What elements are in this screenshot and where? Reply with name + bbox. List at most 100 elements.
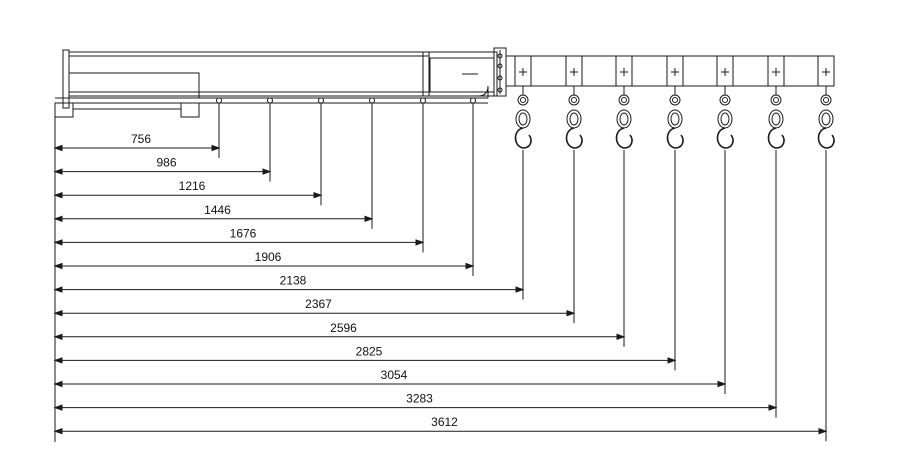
hook-eye-inner: [722, 97, 728, 103]
pin-icon: [216, 97, 222, 104]
hook-eye: [770, 94, 782, 106]
dimension-label: 3612: [431, 415, 458, 429]
arrow-head-icon: [53, 239, 63, 246]
bolt-icon: [497, 63, 503, 69]
dimension-label: 756: [131, 132, 151, 146]
hook-eye: [719, 94, 731, 106]
dimension-lines-group: 7569861216144616761906213823672596282530…: [53, 103, 828, 442]
arrow-head-icon: [53, 427, 63, 435]
hook-eye-inner: [823, 97, 829, 103]
hook-curve: [514, 127, 532, 149]
hook-ring: [566, 109, 582, 129]
arrow-head-icon: [262, 168, 272, 175]
hook-eye-inner: [520, 97, 526, 103]
dimension-label: 1906: [255, 250, 282, 264]
arrow-head-icon: [53, 168, 63, 175]
crane-boom: [54, 47, 833, 118]
dimension-line: 1216: [53, 103, 323, 206]
dimension-line: 2596: [53, 150, 626, 347]
crane-hook-icon: [767, 55, 785, 149]
dimension-label: 2596: [330, 321, 357, 335]
dimension-line: 2138: [53, 150, 525, 300]
dimension-label: 986: [156, 156, 176, 170]
arrow-head-icon: [53, 262, 63, 270]
arrow-head-icon: [53, 380, 63, 388]
pin-icon: [420, 97, 426, 104]
bolt-icon: [497, 75, 503, 81]
hook-eye-inner: [621, 97, 627, 103]
crane-hook-icon: [565, 55, 583, 149]
hook-eye-inner: [672, 97, 678, 103]
hook-curve: [565, 127, 583, 149]
hook-ring-inner: [720, 112, 730, 126]
outer-beam: [68, 51, 430, 97]
arrow-head-icon: [818, 427, 828, 435]
hook-group: [514, 55, 835, 149]
pin-icon: [369, 97, 375, 104]
arrow-head-icon: [616, 333, 626, 341]
dimension-line: 986: [53, 103, 272, 182]
hook-ring: [768, 109, 784, 129]
dimension-line: 2367: [53, 150, 576, 324]
foot-plate-left: [54, 102, 74, 118]
hook-ring-inner: [569, 112, 579, 126]
hook-eye: [517, 94, 529, 106]
arrow-head-icon: [53, 215, 63, 223]
hook-ring: [616, 109, 632, 129]
arrow-head-icon: [667, 357, 677, 364]
hook-ring: [515, 109, 531, 129]
arrow-head-icon: [53, 286, 63, 293]
pin-icon: [318, 97, 324, 104]
arrow-head-icon: [53, 144, 63, 152]
dimension-line: 1676: [53, 103, 425, 253]
beam-base-box: [68, 72, 200, 99]
bolt-icon: [497, 53, 503, 59]
arrow-head-icon: [211, 144, 221, 152]
hook-curve: [716, 127, 734, 149]
hook-ring-inner: [771, 112, 781, 126]
hook-pin-group: [216, 97, 476, 104]
hook-curve: [666, 127, 684, 149]
arrow-head-icon: [515, 286, 525, 293]
crane-hook-icon: [666, 55, 684, 149]
dimension-line: 1446: [53, 103, 374, 229]
bolt-icon: [497, 87, 503, 93]
hook-curve: [615, 127, 633, 149]
dimension-label: 2367: [305, 297, 332, 311]
dimension-line: 756: [53, 103, 221, 158]
hook-ring-inner: [821, 112, 831, 126]
telescopic-section: [422, 51, 498, 97]
dimension-line: 2825: [53, 150, 677, 371]
crane-hook-icon: [716, 55, 734, 149]
hook-ring: [717, 109, 733, 129]
boom-end-plate: [62, 49, 70, 109]
arrow-head-icon: [566, 309, 576, 317]
hook-eye: [820, 94, 832, 106]
crane-hook-icon: [817, 55, 835, 149]
hook-eye-inner: [571, 97, 577, 103]
arrow-head-icon: [768, 404, 778, 411]
foot-plate-right: [180, 102, 200, 118]
dimension-line: 3612: [53, 150, 828, 442]
crane-hook-icon: [615, 55, 633, 149]
hook-eye: [669, 94, 681, 106]
hook-eye: [568, 94, 580, 106]
arrow-head-icon: [53, 333, 63, 341]
corner-bracket: [477, 85, 489, 98]
crane-hook-icon: [514, 55, 532, 149]
dimension-label: 2825: [356, 344, 383, 358]
hook-ring: [667, 109, 683, 129]
arrow-head-icon: [53, 404, 63, 411]
dimension-label: 1216: [179, 179, 206, 193]
end-cap: [493, 47, 507, 97]
arrow-head-icon: [465, 262, 475, 270]
hook-ring-inner: [619, 112, 629, 126]
telescopic-inner: [429, 57, 495, 93]
hook-curve: [817, 127, 835, 149]
arrow-head-icon: [53, 357, 63, 364]
arrow-head-icon: [313, 191, 323, 199]
hook-ring-inner: [518, 112, 528, 126]
hook-ring-inner: [670, 112, 680, 126]
dimension-label: 1446: [204, 203, 231, 217]
